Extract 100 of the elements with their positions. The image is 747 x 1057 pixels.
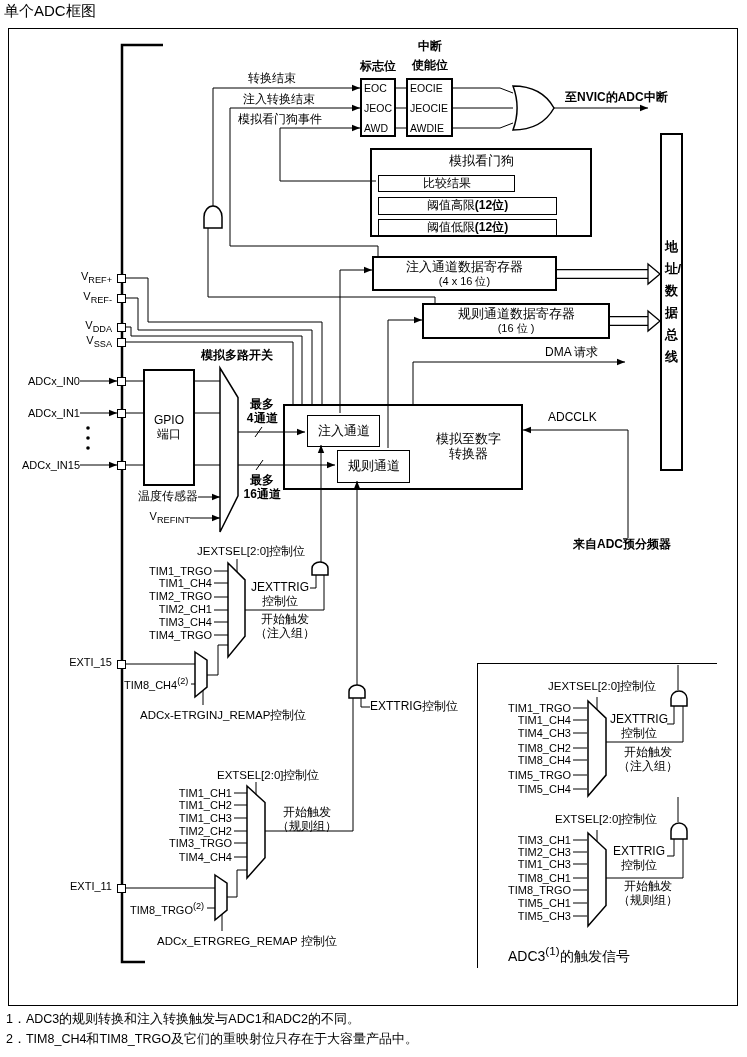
block-label: 阈值高限(12位): [426, 199, 509, 213]
signal-label: TIM1_CH4: [517, 714, 571, 727]
block-label: 规则通道数据寄存器: [457, 307, 575, 323]
signal-label: TIM8_CH2: [517, 742, 571, 755]
pin-square: [117, 884, 126, 893]
connector-line: [125, 380, 144, 382]
arrow: [412, 358, 626, 405]
signal-label: TIM1_CH3: [178, 812, 232, 825]
pin-square: [117, 338, 126, 347]
block-label: 注入通道: [317, 423, 370, 439]
panel-caption: ADC3$^{(1)}$的触发信号: [508, 944, 630, 964]
signal-label: TIM1_TRGO: [149, 565, 212, 578]
arrow: [197, 493, 221, 501]
signal-label: TIM1_CH1: [178, 787, 232, 800]
signal-label: TIM8_CH4: [517, 754, 571, 767]
arrow: [353, 480, 361, 686]
pin-square: [117, 274, 126, 283]
signal-label: TIM4_CH3: [517, 727, 571, 740]
block-arrow: [557, 262, 661, 286]
block-label: (16 位 ): [497, 322, 535, 335]
heading-label: 模拟多路开关: [200, 349, 274, 363]
port-block: [143, 369, 195, 486]
pin-square: [117, 660, 126, 669]
connector-line: [194, 464, 221, 466]
footnote: 2．TIM8_CH4和TIM8_TRGO及它们的重映射位只存在于大容量产品中。: [6, 1032, 418, 1047]
register-field: [378, 197, 557, 215]
arrow: [387, 316, 423, 449]
connector-line: [452, 107, 514, 109]
signal-label: TIM3_CH4: [158, 616, 212, 629]
control-label: EXTSEL[2:0]控制位: [555, 813, 658, 827]
connector-line: [125, 326, 303, 405]
arrow: [79, 377, 118, 385]
edge-label: DMA 请求: [545, 346, 599, 360]
channel-block: [337, 450, 410, 483]
watchdog-block: [370, 148, 592, 237]
connector-line: [125, 297, 313, 405]
signal-label: TIM8_CH4$^{(2)}$: [124, 676, 189, 692]
signal-label: TIM5_CH3: [517, 910, 571, 923]
edge-label: 开始触发（注入组）: [617, 746, 679, 774]
bit-label: AWDIE: [410, 122, 445, 135]
arrow: [339, 266, 373, 414]
edge-label: 转换结束: [248, 72, 296, 86]
signal-label: 温度传感器: [124, 490, 198, 504]
signal-label: TIM5_TRGO: [508, 769, 571, 782]
heading-label: 中断: [416, 40, 443, 54]
signal-label: TIM8_TRGO$^{(2)}$: [130, 901, 205, 917]
footnote: 1．ADC3的规则转换和注入转换触发与ADC1和ADC2的不同。: [6, 1012, 360, 1027]
block-title: 模拟看门狗: [448, 154, 514, 169]
bit-label: EOC: [364, 82, 387, 95]
edge-label: 开始触发（注入组）: [254, 613, 316, 641]
connector-line: [194, 380, 221, 382]
bus-bar: [660, 133, 683, 471]
control-label: JEXTSEL[2:0]控制位: [548, 680, 657, 694]
arrow: [317, 444, 325, 563]
block-label: 阈值低限(12位): [426, 221, 509, 235]
register-field: [378, 219, 557, 237]
block-label: (4 x 16 位): [438, 274, 491, 288]
arrow: [189, 514, 221, 522]
pin-square: [117, 323, 126, 332]
signal-label: TIM5_CH4: [517, 783, 571, 796]
connector-line: [666, 704, 675, 725]
edge-label: 最多 16通道: [243, 474, 282, 502]
edge-label: 最多 4通道: [246, 398, 279, 426]
edge-label: 开始触发（规则组）: [617, 880, 679, 908]
edge-label: ADCCLK: [548, 411, 597, 425]
pin-label: V$_{SSA}$: [86, 334, 112, 350]
connector-line: [207, 227, 436, 304]
block-arrow: [610, 309, 661, 333]
connector-line: [125, 887, 216, 889]
heading-label: 标志位: [359, 60, 397, 74]
signal-label: TIM2_TRGO: [149, 590, 212, 603]
connector-line: [677, 796, 679, 823]
pin-square: [117, 294, 126, 303]
connector-line: [125, 412, 144, 414]
arrow: [229, 104, 379, 257]
bit-label: EOCIE: [410, 82, 443, 95]
bus-label: 地址/数据总线: [664, 237, 679, 367]
arrow: [79, 461, 118, 469]
signal-label: TIM3_CH1: [517, 834, 571, 847]
signal-label: TIM1_CH4: [158, 577, 212, 590]
arrow: [279, 124, 377, 182]
signal-label: EXTTRIG控制位: [370, 700, 470, 715]
connector-line: [194, 412, 221, 414]
connector-line: [395, 107, 407, 109]
block-label: 比较结果: [422, 176, 471, 191]
connector-line: [206, 644, 229, 676]
block-label: 注入通道数据寄存器: [406, 259, 523, 275]
channel-block: [307, 415, 380, 447]
signal-label: TIM3_TRGO: [169, 837, 232, 850]
pin-square: [117, 461, 126, 470]
connector-line: [395, 87, 407, 89]
pin-square: [117, 409, 126, 418]
pin-square: [117, 377, 126, 386]
arrow: [79, 409, 118, 417]
edge-label: 模拟看门狗事件: [238, 113, 322, 127]
bit-label: JEOCIE: [410, 102, 448, 115]
control-label: ADCx-ETRGINJ_REMAP控制位: [140, 709, 307, 723]
connector-line: [125, 464, 144, 466]
data-register: [422, 303, 610, 339]
connector-line: [666, 837, 675, 857]
